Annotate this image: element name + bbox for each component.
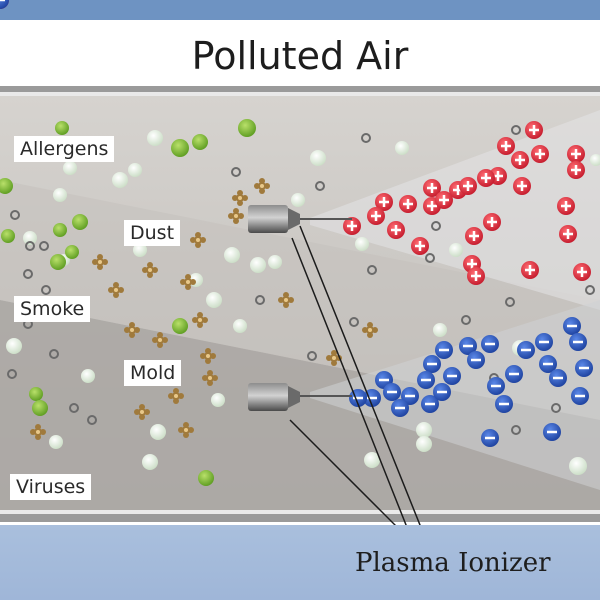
label-viruses: Viruses — [10, 474, 92, 500]
label-smoke: Smoke — [14, 296, 91, 322]
label-mold: Mold — [124, 360, 182, 386]
dust-particles — [30, 178, 378, 440]
allergen-particles — [0, 119, 256, 486]
negative-ions — [0, 0, 595, 449]
caption-plasma-ionizer: Plasma Ionizer — [355, 548, 551, 578]
top-band — [0, 0, 600, 20]
caption-pointer-lines — [289, 225, 427, 541]
lower-ionizer — [248, 383, 352, 411]
upper-ionizer — [248, 205, 352, 233]
label-allergens: Allergens — [14, 136, 115, 162]
diagram-title: Polluted Air — [191, 34, 409, 78]
label-dust: Dust — [124, 220, 181, 246]
bottom-band — [0, 525, 600, 600]
